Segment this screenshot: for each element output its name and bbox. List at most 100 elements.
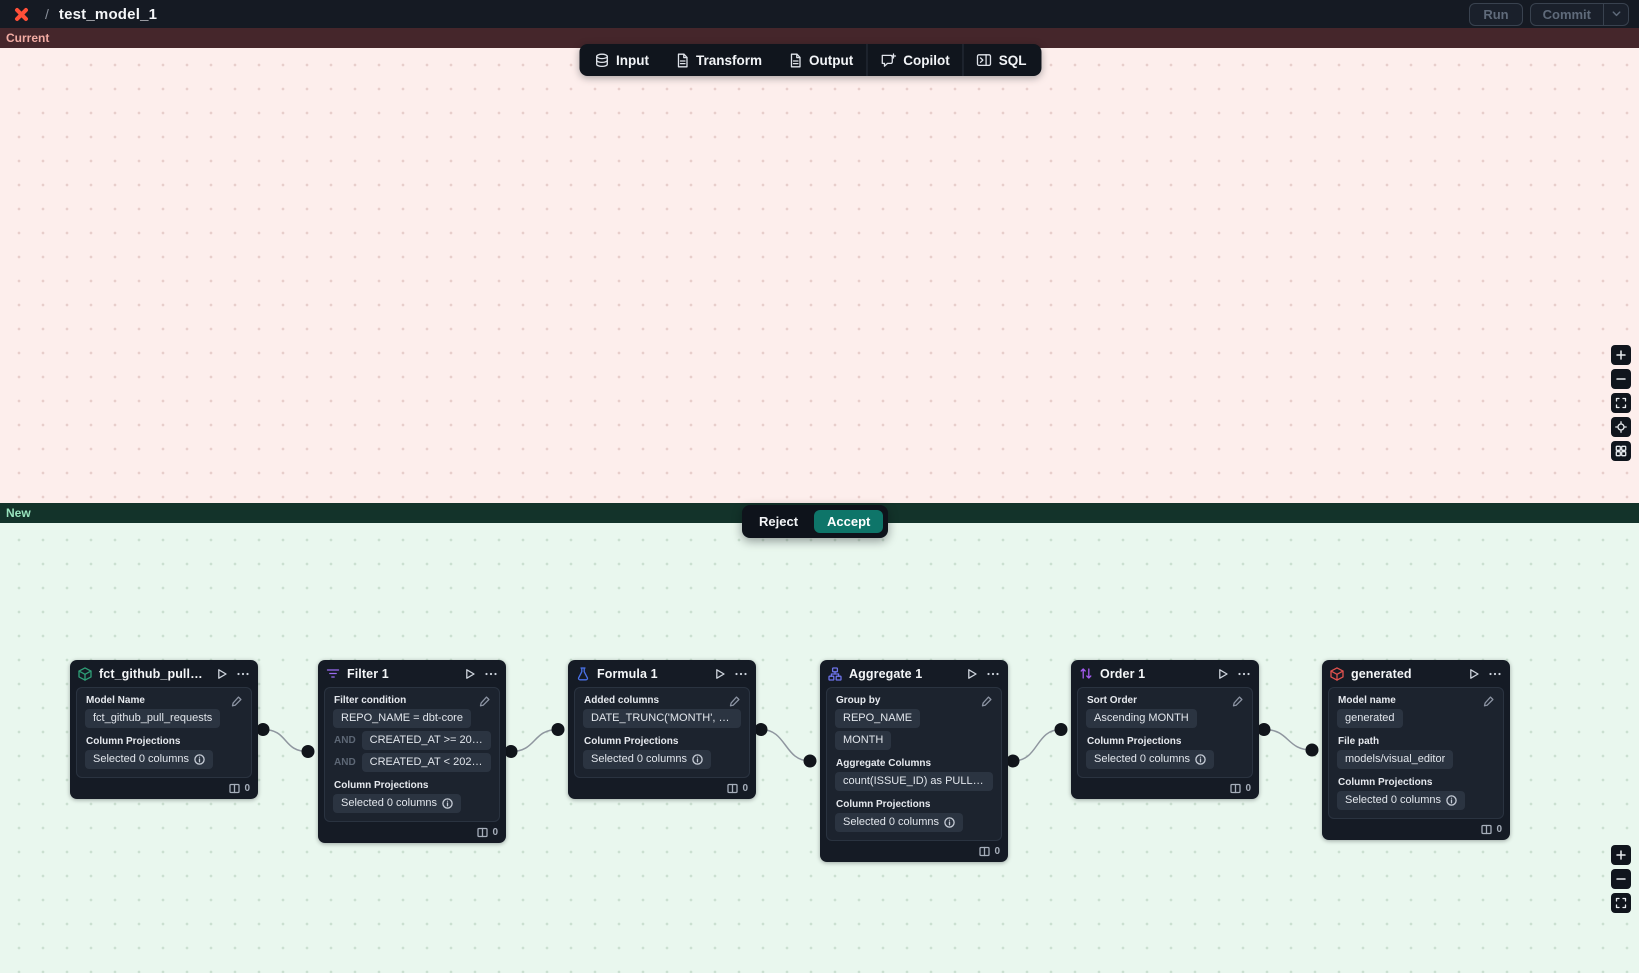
run-button[interactable]: Run [1469, 2, 1523, 26]
zoom-in-button[interactable] [1611, 845, 1631, 865]
run-node-button[interactable] [216, 668, 228, 680]
value-pill[interactable]: CREATED_AT >= 2024-12-01 [361, 731, 491, 750]
center-view-button[interactable] [1611, 417, 1631, 437]
node-menu-button[interactable] [484, 668, 498, 680]
play-icon [714, 668, 726, 680]
accept-button[interactable]: Accept [814, 510, 884, 533]
field-label: Model name [1338, 695, 1396, 706]
dbt-logo-icon[interactable] [12, 5, 31, 24]
value-pill[interactable]: count(ISSUE_ID) as PULL_REQUEST_… [835, 772, 993, 791]
new-section-label: New [6, 506, 31, 520]
value-pill[interactable]: REPO_NAME = dbt-core [333, 709, 471, 728]
edit-node-button[interactable] [1483, 695, 1495, 707]
node-header[interactable]: Formula 1 [568, 660, 756, 687]
value-pill[interactable]: Selected 0 columns [333, 794, 461, 813]
zoom-in-button[interactable] [1611, 345, 1631, 365]
pencil-icon [1232, 695, 1244, 707]
node-menu-button[interactable] [734, 668, 748, 680]
value-pill[interactable]: models/visual_editor [1337, 750, 1454, 769]
value-pill[interactable]: fct_github_pull_requests [85, 709, 221, 728]
node-header[interactable]: fct_github_pull_requests [70, 660, 258, 687]
toolbar-transform-button[interactable]: Transform [662, 44, 775, 76]
commit-button[interactable]: Commit [1531, 4, 1603, 25]
row-count-value: 0 [994, 846, 1000, 857]
zoom-out-button[interactable] [1611, 369, 1631, 389]
pill-row: count(ISSUE_ID) as PULL_REQUEST_… [835, 772, 993, 791]
reject-button[interactable]: Reject [747, 510, 810, 533]
run-node-button[interactable] [1468, 668, 1480, 680]
info-icon[interactable] [944, 816, 955, 828]
node-header[interactable]: Filter 1 [318, 660, 506, 687]
node-fct-github-pull-requests[interactable]: fct_github_pull_requestsModel Namefct_gi… [70, 660, 258, 799]
edit-node-button[interactable] [981, 695, 993, 707]
value-pill[interactable]: Selected 0 columns [1086, 750, 1214, 769]
edit-node-button[interactable] [231, 695, 243, 707]
run-node-button[interactable] [1217, 668, 1229, 680]
node-header[interactable]: Order 1 [1071, 660, 1259, 687]
value-pill[interactable]: DATE_TRUNC('MONTH', CREATED_AT… [583, 709, 741, 728]
node-title: generated [1351, 666, 1412, 681]
plus-icon [1615, 849, 1627, 861]
node-header[interactable]: Aggregate 1 [820, 660, 1008, 687]
zoom-out-button[interactable] [1611, 869, 1631, 889]
node-header[interactable]: generated [1322, 660, 1510, 687]
field-label: Group by [836, 695, 881, 706]
value-pill[interactable]: CREATED_AT < 2025-03-01 [361, 753, 491, 772]
field-label: Column Projections [584, 736, 679, 747]
run-node-button[interactable] [966, 668, 978, 680]
info-icon[interactable] [692, 753, 703, 765]
value-pill[interactable]: Selected 0 columns [835, 813, 963, 832]
current-flow-controls [1611, 345, 1631, 461]
toolbar-item-label: Transform [695, 52, 763, 68]
layout-grid-button[interactable] [1611, 441, 1631, 461]
model-title: test_model_1 [58, 5, 158, 23]
value-pill[interactable]: generated [1337, 709, 1403, 728]
pill-row: Selected 0 columns [1086, 750, 1244, 769]
node-menu-button[interactable] [986, 668, 1000, 680]
pill-row: models/visual_editor [1337, 750, 1495, 769]
value-pill[interactable]: Selected 0 columns [1337, 791, 1465, 810]
node-menu-button[interactable] [1237, 668, 1251, 680]
run-node-button[interactable] [714, 668, 726, 680]
node-actions [966, 668, 1000, 680]
value-pill[interactable]: Selected 0 columns [583, 750, 711, 769]
field-label: Model Name [86, 695, 145, 706]
edit-node-button[interactable] [729, 695, 741, 707]
info-icon[interactable] [1195, 753, 1206, 765]
ellipsis-icon [1488, 668, 1502, 680]
commit-split-button: Commit [1529, 2, 1629, 26]
toolbar-sql-button[interactable]: SQL [964, 44, 1040, 76]
run-node-button[interactable] [464, 668, 476, 680]
columns-icon [727, 783, 739, 794]
node-menu-button[interactable] [236, 668, 250, 680]
fit-view-button[interactable] [1611, 893, 1631, 913]
value-pill[interactable]: Selected 0 columns [85, 750, 213, 769]
edit-node-button[interactable] [479, 695, 491, 707]
filter-icon [326, 667, 340, 680]
toolbar-copilot-button[interactable]: Copilot [867, 44, 963, 76]
toolbar-input-button[interactable]: Input [581, 44, 662, 76]
toolbar-output-button[interactable]: Output [775, 44, 866, 76]
edit-node-button[interactable] [1232, 695, 1244, 707]
value-pill[interactable]: REPO_NAME [835, 709, 921, 728]
value-pill[interactable]: MONTH [835, 731, 892, 750]
row-count-value: 0 [1496, 824, 1502, 835]
play-icon [464, 668, 476, 680]
pill-row: REPO_NAME [835, 709, 993, 728]
value-pill[interactable]: Ascending MONTH [1086, 709, 1197, 728]
info-icon[interactable] [442, 797, 453, 809]
info-icon[interactable] [1446, 794, 1457, 806]
fit-view-button[interactable] [1611, 393, 1631, 413]
info-icon[interactable] [194, 753, 205, 765]
node-menu-button[interactable] [1488, 668, 1502, 680]
commit-options-button[interactable] [1603, 3, 1628, 25]
pill-text: Selected 0 columns [591, 753, 687, 765]
new-canvas[interactable]: Reject Accept fct_github_pull_requestsMo… [0, 505, 1639, 973]
